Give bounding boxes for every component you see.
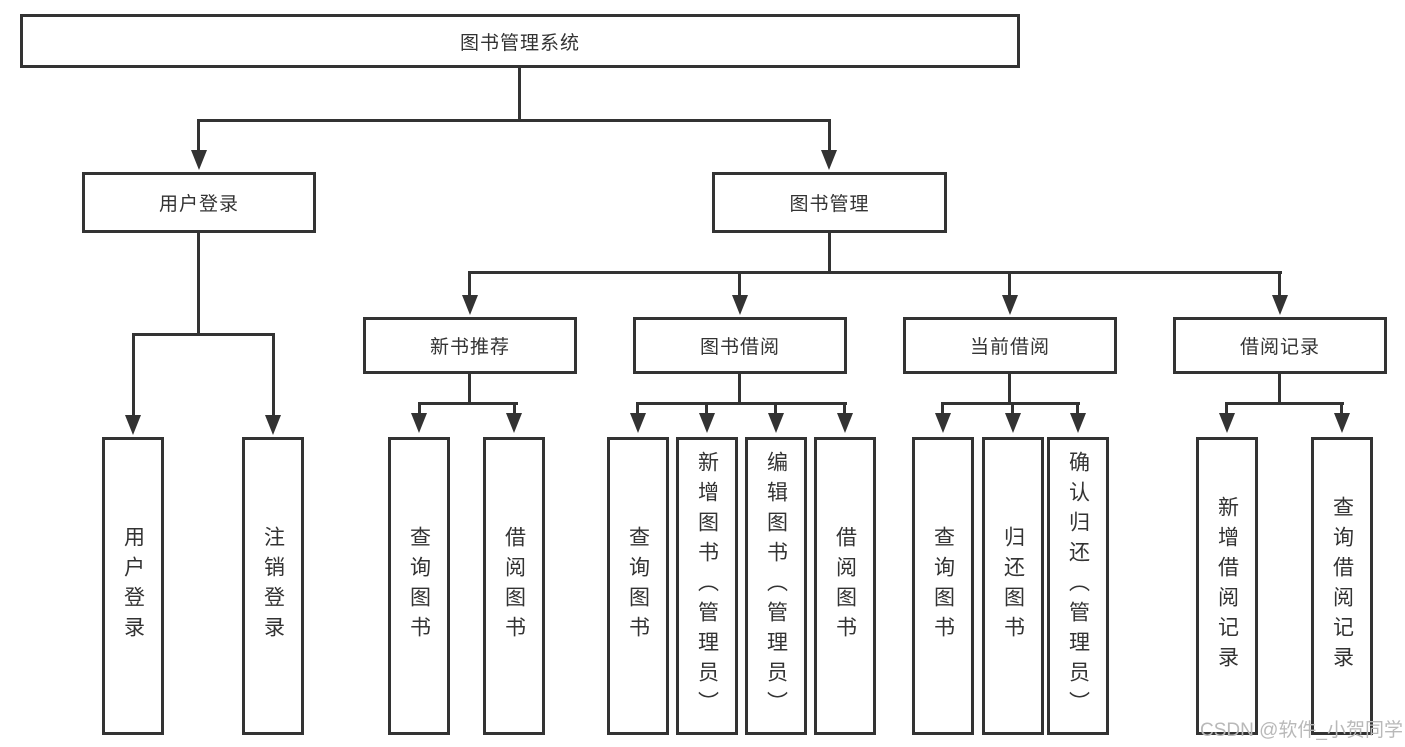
arrowhead-icon: [1070, 413, 1086, 433]
arrowhead-icon: [630, 413, 646, 433]
connector-drop-leaf: [774, 402, 777, 415]
connector-borrow-record-stem: [1278, 372, 1281, 405]
connector-drop-leaf: [705, 402, 708, 415]
leaf-label: 查询借阅记录: [1330, 496, 1354, 676]
connector-drop-current-borrow: [1008, 271, 1011, 298]
arrowhead-icon: [411, 413, 427, 433]
node-root-label: 图书管理系统: [459, 32, 580, 54]
leaf-current-borrow-2: 确认归还（管理员）: [1047, 437, 1109, 735]
leaf-borrow-record-0: 新增借阅记录: [1196, 437, 1258, 735]
node-user-login: 用户登录: [82, 172, 316, 233]
connector-drop-leaf: [1225, 402, 1228, 415]
leaf-label: 借阅图书: [502, 526, 526, 646]
connector-drop-leaf: [1076, 402, 1079, 415]
arrowhead-icon: [1272, 295, 1288, 315]
connector-current-borrow-stem: [1008, 372, 1011, 405]
arrowhead-icon: [191, 150, 207, 170]
connector-book-mgmt-stem: [828, 231, 831, 274]
connector-drop-book-mgmt: [828, 119, 831, 152]
connector-drop-book-borrow: [738, 271, 741, 298]
connector-user-login-bar: [132, 333, 275, 336]
node-user-login-label: 用户登录: [158, 194, 239, 215]
node-current-borrow-label: 当前借阅: [969, 337, 1050, 358]
connector-book-mgmt-bar: [468, 271, 1282, 274]
leaf-user-login-1: 注销登录: [242, 437, 304, 735]
leaf-label: 查询图书: [626, 526, 650, 646]
leaf-user-login-0: 用户登录: [102, 437, 164, 735]
node-book-mgmt: 图书管理: [712, 172, 947, 233]
arrowhead-icon: [462, 295, 478, 315]
arrowhead-icon: [506, 413, 522, 433]
node-new-book-rec-label: 新书推荐: [429, 337, 510, 358]
arrowhead-icon: [1002, 295, 1018, 315]
connector-drop-leaf: [513, 402, 516, 415]
arrowhead-icon: [125, 415, 141, 435]
arrowhead-icon: [935, 413, 951, 433]
arrowhead-icon: [699, 413, 715, 433]
connector-borrow-record-bar: [1225, 402, 1344, 405]
arrowhead-icon: [821, 150, 837, 170]
connector-drop-leaf: [843, 402, 846, 415]
arrowhead-icon: [768, 413, 784, 433]
leaf-book-borrow-2: 编辑图书（管理员）: [745, 437, 807, 735]
node-book-mgmt-label: 图书管理: [789, 194, 870, 215]
connector-root-bar: [197, 119, 831, 122]
leaf-label: 新增借阅记录: [1215, 496, 1239, 676]
connector-new-book-rec-stem: [468, 372, 471, 405]
leaf-label: 查询图书: [931, 526, 955, 646]
node-book-borrow: 图书借阅: [633, 317, 847, 374]
leaf-label: 归还图书: [1001, 526, 1025, 646]
connector-book-borrow-bar: [636, 402, 847, 405]
arrowhead-icon: [1219, 413, 1235, 433]
connector-drop-leaf: [1011, 402, 1014, 415]
leaf-label: 编辑图书（管理员）: [764, 451, 788, 721]
connector-root-stem: [518, 66, 521, 122]
leaf-book-borrow-0: 查询图书: [607, 437, 669, 735]
leaf-borrow-record-1: 查询借阅记录: [1311, 437, 1373, 735]
connector-drop-leaf: [1340, 402, 1343, 415]
leaf-label: 用户登录: [121, 526, 145, 646]
connector-drop-leaf: [132, 333, 135, 415]
node-book-borrow-label: 图书借阅: [699, 337, 780, 358]
leaf-book-borrow-3: 借阅图书: [814, 437, 876, 735]
leaf-book-borrow-1: 新增图书（管理员）: [676, 437, 738, 735]
node-current-borrow: 当前借阅: [903, 317, 1117, 374]
node-borrow-record: 借阅记录: [1173, 317, 1387, 374]
leaf-new-book-rec-0: 查询图书: [388, 437, 450, 735]
connector-new-book-rec-bar: [418, 402, 518, 405]
arrowhead-icon: [1334, 413, 1350, 433]
leaf-label: 确认归还（管理员）: [1066, 451, 1090, 721]
connector-current-borrow-bar: [941, 402, 1080, 405]
connector-drop-leaf: [418, 402, 421, 415]
connector-book-borrow-stem: [738, 372, 741, 405]
leaf-label: 借阅图书: [833, 526, 857, 646]
arrowhead-icon: [837, 413, 853, 433]
connector-drop-leaf: [272, 333, 275, 415]
arrowhead-icon: [265, 415, 281, 435]
arrowhead-icon: [732, 295, 748, 315]
leaf-new-book-rec-1: 借阅图书: [483, 437, 545, 735]
node-borrow-record-label: 借阅记录: [1239, 337, 1320, 358]
connector-drop-leaf: [636, 402, 639, 415]
leaf-label: 新增图书（管理员）: [695, 451, 719, 721]
node-new-book-rec: 新书推荐: [363, 317, 577, 374]
leaf-label: 查询图书: [407, 526, 431, 646]
connector-drop-borrow-record: [1278, 271, 1281, 298]
leaf-label: 注销登录: [261, 526, 285, 646]
leaf-current-borrow-0: 查询图书: [912, 437, 974, 735]
csdn-watermark: CSDN @软件_小贺同学: [1200, 720, 1403, 741]
connector-drop-new-book-rec: [468, 271, 471, 298]
arrowhead-icon: [1005, 413, 1021, 433]
leaf-current-borrow-1: 归还图书: [982, 437, 1044, 735]
connector-drop-leaf: [941, 402, 944, 415]
connector-user-login-stem: [197, 231, 200, 336]
node-root: 图书管理系统: [20, 14, 1020, 68]
connector-drop-user-login: [197, 119, 200, 152]
